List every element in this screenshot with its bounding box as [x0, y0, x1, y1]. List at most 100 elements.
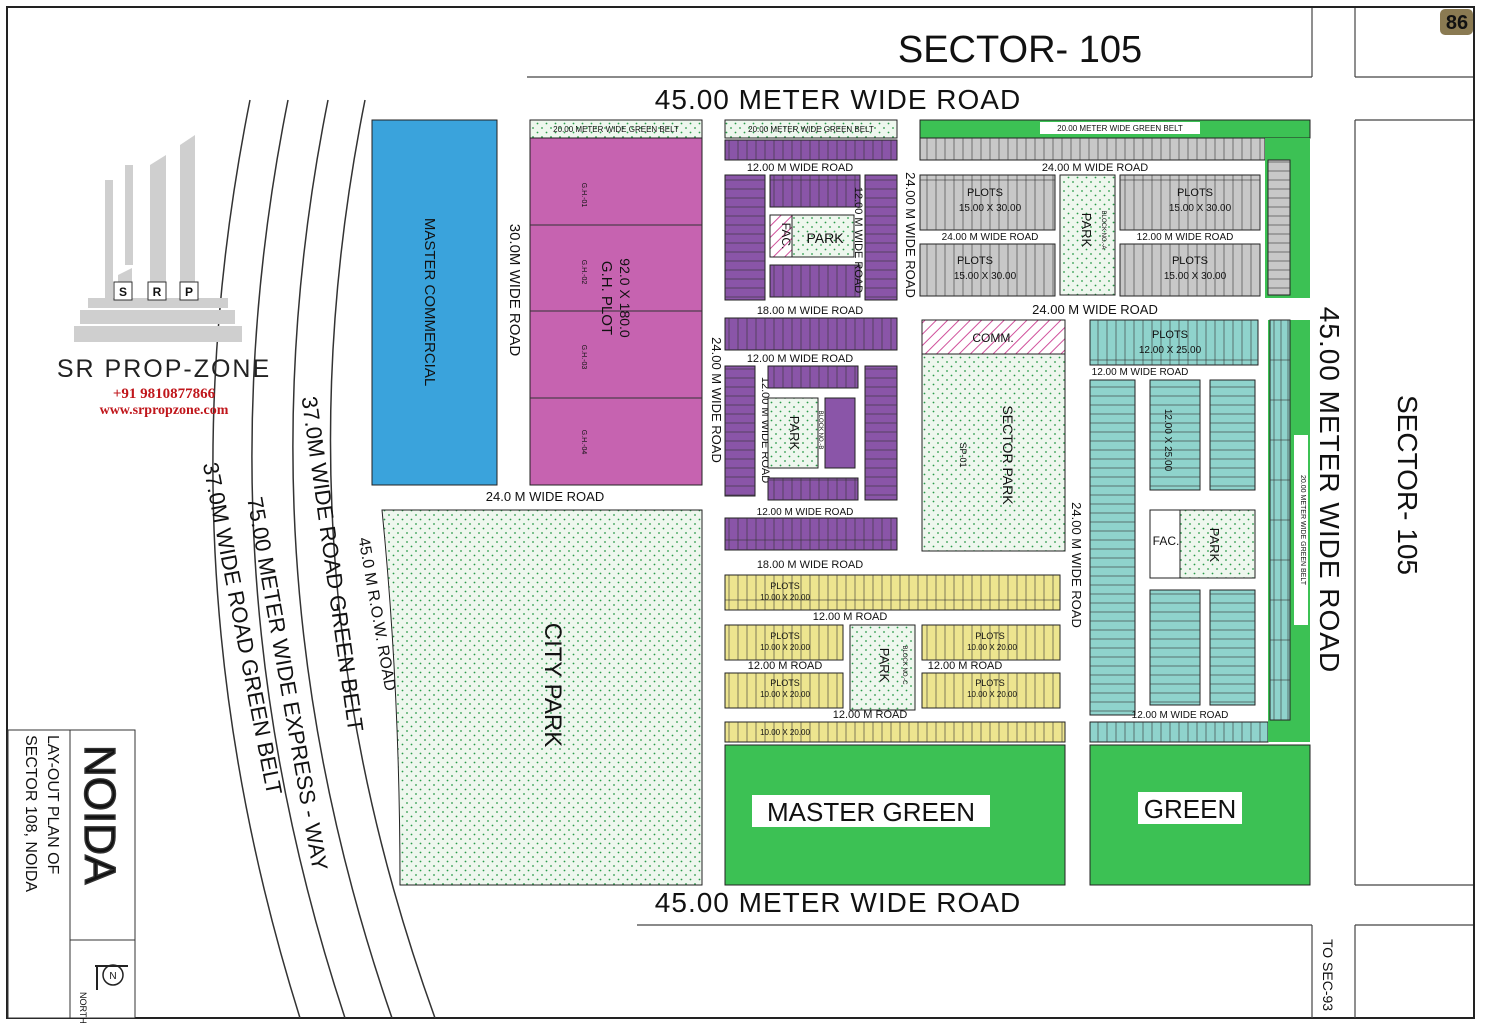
road-24-a-left-label: 24.00 M WIDE ROAD — [942, 232, 1039, 243]
park-label-purple-bottom: PARK — [787, 416, 802, 451]
road-b2-label: 12.00 M WIDE ROAD — [757, 507, 854, 518]
purple-green-belt-label: 20.00 METER WIDE GREEN BELT — [748, 125, 874, 134]
plot-c-size-label-5: 10.00 X 20.00 — [967, 690, 1017, 699]
sector-park-zone — [921, 353, 1066, 552]
plots-label-a1: PLOTS — [967, 187, 1003, 199]
road-24-h-label: 24.00 M WIDE ROAD — [1032, 302, 1158, 317]
park-purple-bottom — [767, 397, 819, 469]
road-p1-label: 12.00 M WIDE ROAD — [747, 162, 853, 174]
map-frame — [6, 6, 1475, 1019]
green-label: GREEN — [1144, 794, 1236, 824]
logo-letter-p: P — [185, 285, 193, 299]
brand-name: SR PROP-ZONE — [56, 355, 272, 383]
plots-label-c2: PLOTS — [770, 631, 800, 641]
plots-label-b1: PLOTS — [1152, 329, 1188, 341]
bottom-road-label: 45.00 METER WIDE ROAD — [655, 887, 1021, 918]
road-c1-label: 12.00 M ROAD — [813, 611, 888, 623]
city-park-label: CITY PARK — [539, 623, 566, 747]
park-label-grey: PARK — [1079, 213, 1094, 248]
fac-label-teal: FAC. — [1153, 534, 1180, 548]
sector-park-id: SP-01 — [958, 442, 968, 467]
park-label-yellow: PARK — [877, 648, 892, 683]
grey-green-belt-label: 20.00 METER WIDE GREEN BELT — [1057, 124, 1183, 133]
park-purple-top — [791, 214, 855, 258]
gh-01-label: G.H.-01 — [580, 183, 587, 208]
road-24-v2-label: 24.00 M WIDE ROAD — [709, 337, 724, 463]
road-c2-label: 12.00 M ROAD — [748, 660, 823, 672]
north-arrow-icon: N — [95, 964, 128, 990]
gh-size-label: 92.0 X 180.0 — [617, 258, 633, 338]
road-24-v1-label: 24.00 M WIDE ROAD — [903, 172, 918, 298]
plot-b-size-label-2: 12.00 X 25.00 — [1162, 409, 1173, 472]
to-sector-93-label: TO SEC-93 — [1320, 939, 1336, 1011]
title-line-1: LAY-OUT PLAN OF — [44, 735, 61, 875]
plot-c-size-label-3: 10.00 X 20.00 — [967, 643, 1017, 652]
brand-block: SR PROP-ZONE +91 9810877866 www.srpropzo… — [14, 355, 314, 419]
comm-zone — [921, 319, 1066, 355]
gh-plot-label: G.H. PLOT — [598, 261, 615, 335]
road-24-a-top-label: 24.00 M WIDE ROAD — [1042, 162, 1148, 174]
road-p2-label: 12.00 M WIDE ROAD — [852, 187, 864, 293]
master-green-label: MASTER GREEN — [767, 797, 975, 827]
road-12-b-b: 12.00 M WIDE ROAD — [1132, 710, 1229, 721]
plots-label-a2: PLOTS — [1177, 187, 1213, 199]
block-c-label: BLOCK NO.-C — [901, 645, 907, 685]
plots-label-c5: PLOTS — [975, 678, 1005, 688]
park-label-purple-top: PARK — [806, 230, 844, 246]
right-green-belt-label: 20.00 METER WIDE GREEN BELT — [1299, 475, 1306, 586]
brand-website[interactable]: www.srpropzone.com — [99, 403, 229, 418]
plots-label-a4: PLOTS — [1172, 255, 1208, 267]
park-label-teal: PARK — [1207, 528, 1222, 563]
expressway-edge-2 — [251, 99, 346, 1019]
sector-105-top-label: SECTOR- 105 — [898, 29, 1142, 71]
city-park-road-label: 24.0 M WIDE ROAD — [486, 489, 604, 504]
plot-c-size-label-1: 10.00 X 20.00 — [760, 593, 810, 602]
sector-105-right-label: SECTOR- 105 — [1392, 395, 1423, 575]
plot-c-size-label-4: 10.00 X 20.00 — [760, 690, 810, 699]
north-label: NORTH — [78, 992, 88, 1023]
purple-green-belt — [724, 119, 898, 139]
road-c3-label: 12.00 M ROAD — [928, 660, 1003, 672]
fac-label-purple: FAC. — [779, 223, 793, 250]
road-18-2-label: 18.00 M WIDE ROAD — [757, 559, 863, 571]
sector-park-label: SECTOR PARK — [1000, 405, 1016, 505]
svg-text:N: N — [109, 971, 116, 982]
gh-green-belt-label: 20.00 METER WIDE GREEN BELT — [553, 125, 679, 134]
plot-b-size-label-1: 12.00 X 25.00 — [1139, 345, 1202, 356]
expressway-edge-3 — [292, 99, 393, 1019]
block-b-label: BLOCK NO.-B — [817, 411, 823, 450]
comm-label: COMM. — [972, 331, 1013, 345]
green-belt-right-label: 37.0M WIDE ROAD GREEN BELT — [297, 395, 369, 733]
park-yellow — [849, 624, 916, 711]
gh-03-label: G.H.-03 — [580, 345, 587, 370]
page-number: 86 — [1446, 12, 1468, 34]
plots-label-c3: PLOTS — [975, 631, 1005, 641]
page-number-badge — [1440, 9, 1473, 35]
road-c4-label: 12.00 M ROAD — [833, 709, 908, 721]
top-road-label: 45.00 METER WIDE ROAD — [655, 84, 1021, 115]
road-24-v3-label: 24.00 M WIDE ROAD — [1069, 502, 1084, 628]
road-p3-label: 12.00 M WIDE ROAD — [747, 353, 853, 365]
noida-label: NOIDA — [75, 745, 124, 885]
park-grey — [1059, 174, 1116, 296]
road-12-a-right-label: 12.00 M WIDE ROAD — [1137, 232, 1234, 243]
plots-label-c4: PLOTS — [770, 678, 800, 688]
expressway-edge-4 — [329, 99, 436, 1019]
park-teal — [1179, 509, 1256, 579]
right-road-label: 45.00 METER WIDE ROAD — [1314, 307, 1345, 673]
city-park-zone — [381, 509, 703, 886]
gh-02-label: G.H.-02 — [580, 260, 587, 285]
brand-phone[interactable]: +91 9810877866 — [112, 386, 216, 402]
block-a-label: BLOCK NO.-A — [1100, 211, 1106, 250]
plot-c-size-label-6: 10.00 X 20.00 — [760, 728, 810, 737]
master-commercial-zone — [371, 119, 498, 486]
plot-a-size-label-4: 15.00 X 30.00 — [1164, 271, 1227, 282]
road-18-1-label: 18.00 M WIDE ROAD — [757, 305, 863, 317]
gh-road-label: 30.0M WIDE ROAD — [506, 224, 523, 357]
gh-04-label: G.H.-04 — [580, 430, 587, 455]
expressway-edge-1 — [212, 99, 301, 1019]
plots-label-a3: PLOTS — [957, 255, 993, 267]
purple-plot-mid — [824, 397, 856, 469]
srp-logo-icon — [74, 135, 242, 342]
plot-a-size-label-1: 15.00 X 30.00 — [959, 203, 1022, 214]
